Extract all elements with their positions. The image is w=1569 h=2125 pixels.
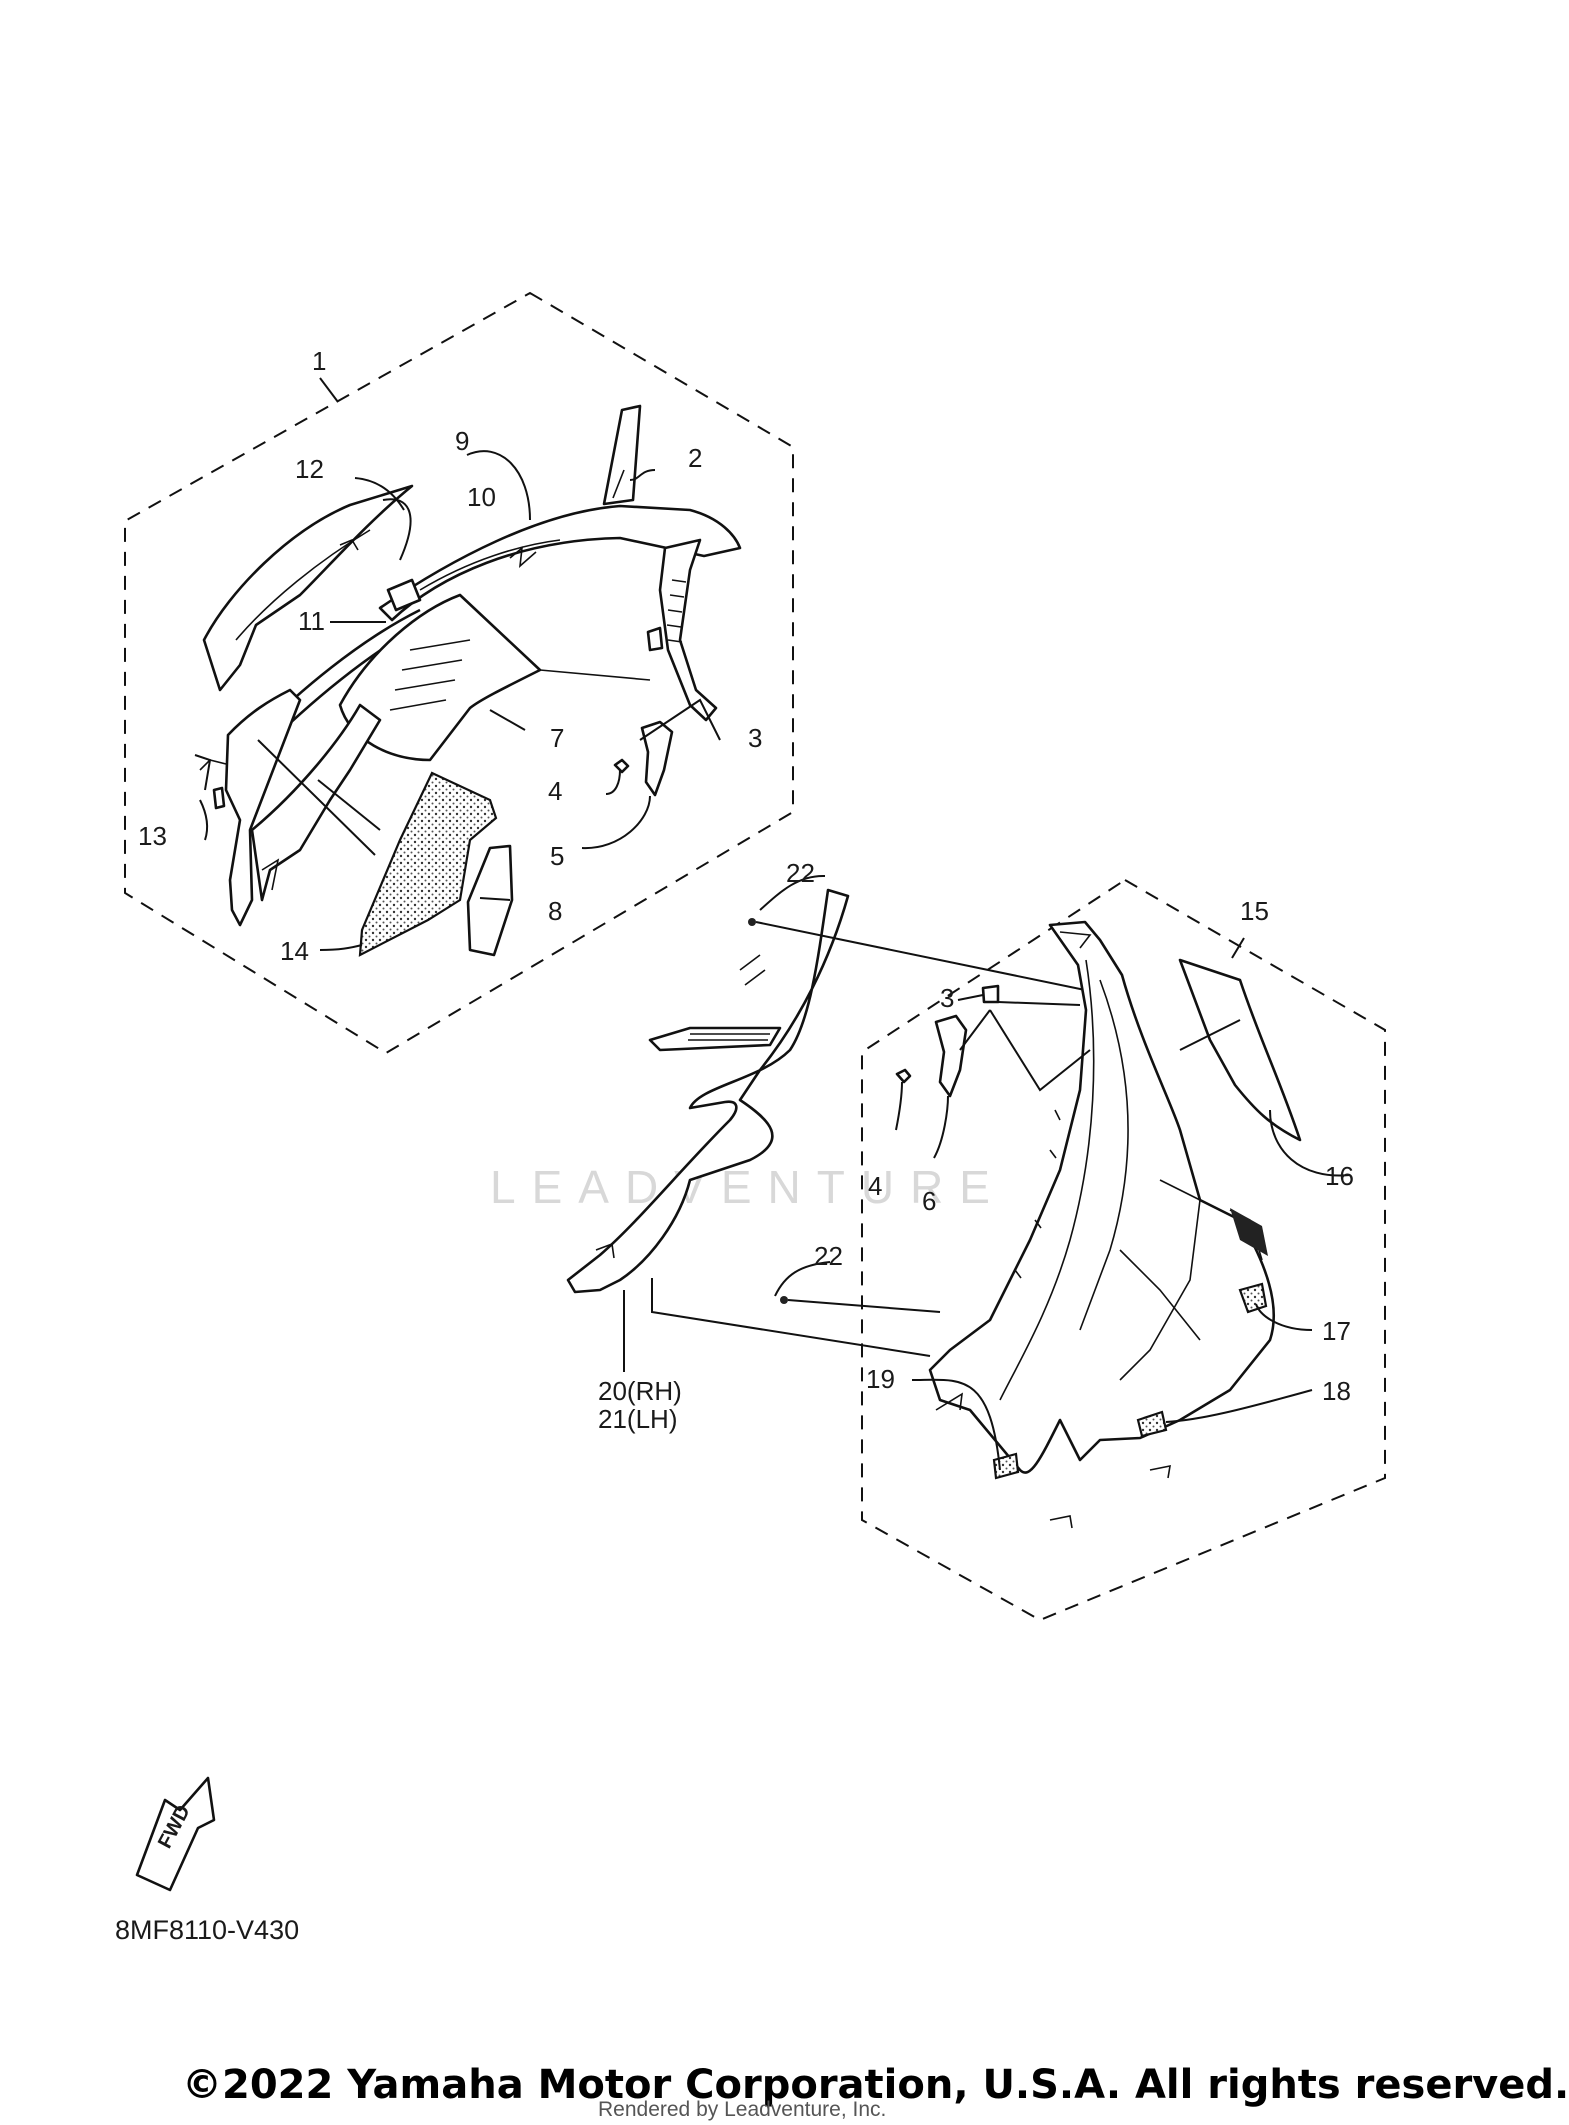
callout-19: 19 xyxy=(866,1364,895,1394)
main-cowl-left xyxy=(224,688,302,927)
part-16-fin xyxy=(1178,958,1302,1142)
cowl-vent-dark xyxy=(1230,1208,1268,1256)
callout-12: 12 xyxy=(295,454,324,484)
part-4-screw-lower xyxy=(895,1068,912,1084)
main-cowl-lower xyxy=(250,703,382,902)
part-13-clip xyxy=(212,786,226,810)
part-9-upper-garnish xyxy=(378,504,742,622)
part-2-fin xyxy=(602,404,642,506)
part-14-mesh xyxy=(358,771,498,957)
callout-3a: 3 xyxy=(748,723,762,753)
callout-8: 8 xyxy=(548,896,562,926)
callout-2: 2 xyxy=(688,443,702,473)
callout-17: 17 xyxy=(1322,1316,1351,1346)
part-10-strip xyxy=(386,578,422,612)
part-18-decal xyxy=(1136,1410,1168,1438)
callout-14: 14 xyxy=(280,936,309,966)
part-17-decal xyxy=(1238,1282,1268,1314)
part-20-21-side-panel xyxy=(566,888,850,1294)
rendered-by-notice: Rendered by Leadventure, Inc. xyxy=(598,2098,887,2121)
part-22-screw-upper xyxy=(748,918,756,926)
callout-4b: 4 xyxy=(868,1171,882,1201)
part-12-panel xyxy=(202,484,414,692)
part-4-screw xyxy=(613,758,630,774)
callout-20-rh: 20(RH) xyxy=(598,1376,682,1406)
callout-22-upper: 22 xyxy=(786,858,815,888)
upper-bracket xyxy=(658,538,718,722)
copyright-notice: ©2022 Yamaha Motor Corporation, U.S.A. A… xyxy=(182,2062,1569,2108)
callout-7: 7 xyxy=(550,723,564,753)
assembly-15-boundary xyxy=(861,878,1386,1622)
callout-16: 16 xyxy=(1325,1161,1354,1191)
part-19-decal xyxy=(992,1452,1020,1480)
callout-18: 18 xyxy=(1322,1376,1351,1406)
part-3-clip-upper xyxy=(646,626,664,652)
side-panel-vent xyxy=(648,1026,782,1052)
callout-15: 15 xyxy=(1240,896,1269,926)
part-5-bracket xyxy=(640,720,674,797)
diagram-code: 8MF8110-V430 xyxy=(115,1915,300,1945)
callout-1: 1 xyxy=(312,346,326,376)
callout-4a: 4 xyxy=(548,776,562,806)
callout-10: 10 xyxy=(467,482,496,512)
callout-6: 6 xyxy=(922,1186,936,1216)
callout-5: 5 xyxy=(550,841,564,871)
part-8-plate xyxy=(466,844,514,957)
part-22-screw-lower xyxy=(780,1296,788,1304)
callout-11: 11 xyxy=(298,606,325,636)
part-7-inner-panel xyxy=(338,593,542,762)
part-6-bracket xyxy=(934,1014,968,1098)
exploded-parts-diagram: FWD 1 2 9 12 10 11 7 3 4 5 13 8 14 22 15… xyxy=(124,291,1386,1892)
callout-3b: 3 xyxy=(940,983,954,1013)
part-3-clip-lower xyxy=(981,984,1000,1004)
callout-22-lower: 22 xyxy=(814,1241,843,1271)
callout-21-lh: 21(LH) xyxy=(598,1404,677,1434)
callout-13: 13 xyxy=(138,821,167,851)
watermark: LEADVENTURE xyxy=(490,1161,1006,1213)
callout-9: 9 xyxy=(455,426,469,456)
fwd-arrow-icon: FWD xyxy=(135,1776,216,1892)
